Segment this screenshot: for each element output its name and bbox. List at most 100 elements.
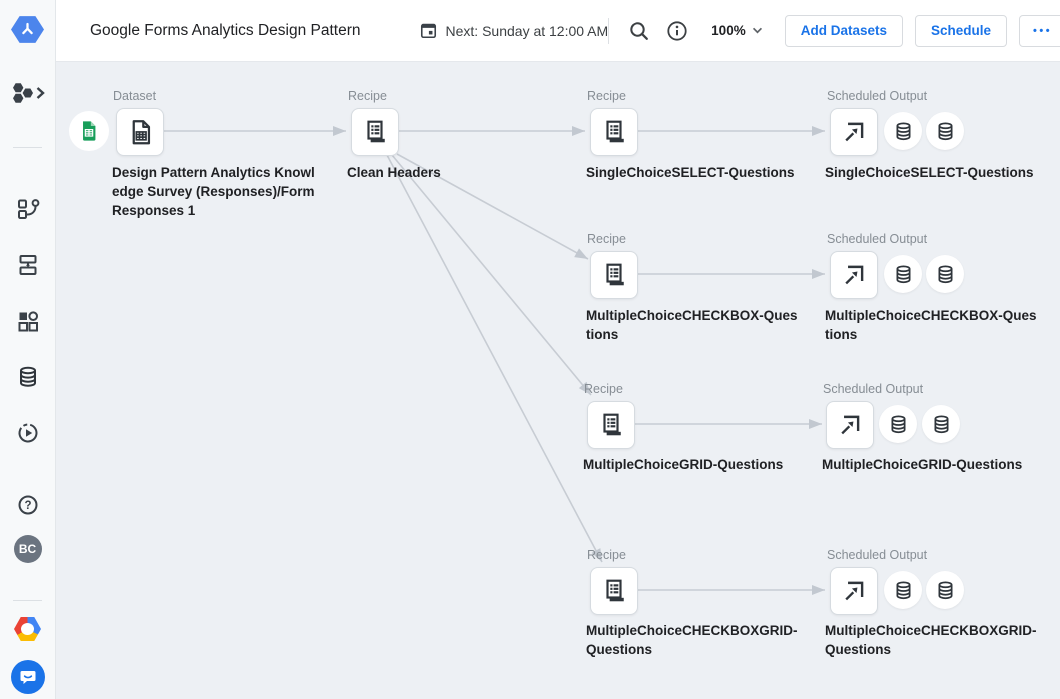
node-type-label: Recipe: [348, 89, 387, 103]
google-sheets-icon: [78, 120, 100, 142]
recipe-icon: [601, 119, 627, 145]
flow-title[interactable]: Google Forms Analytics Design Pattern: [90, 21, 361, 39]
output-node[interactable]: [826, 401, 874, 449]
flow-canvas[interactable]: Dataset Design Pattern Analytics Knowled…: [56, 62, 1060, 699]
more-options-button[interactable]: •••: [1019, 14, 1060, 47]
next-run-text: Next: Sunday at 12:00 AM: [445, 22, 609, 39]
toolbar-divider: [608, 17, 610, 44]
output-node[interactable]: [830, 567, 878, 615]
recipe-title[interactable]: SingleChoiceSELECT-Questions: [586, 165, 795, 180]
dataprep-logo[interactable]: [0, 15, 55, 44]
schedule-status[interactable]: Next: Sunday at 12:00 AM: [419, 21, 609, 40]
recipe-title[interactable]: MultipleChoiceGRID-Questions: [583, 457, 784, 472]
node-type-label: Recipe: [587, 548, 626, 562]
recipe-title[interactable]: MultipleChoiceCHECKBOXGRID-Questions: [586, 623, 798, 657]
flows-icon: [16, 197, 40, 221]
sidebar-item-plans[interactable]: [0, 253, 55, 277]
node-type-label: Scheduled Output: [823, 382, 924, 396]
output-icon: [837, 412, 863, 438]
sidebar-item-flows[interactable]: [0, 197, 55, 221]
database-icon: [893, 121, 914, 142]
node-type-label: Scheduled Output: [827, 89, 928, 103]
search-icon[interactable]: [627, 19, 651, 43]
chevron-down-icon: [752, 27, 762, 34]
node-type-label: Scheduled Output: [827, 232, 928, 246]
recipe-node[interactable]: [590, 567, 638, 615]
workspace-menu[interactable]: [0, 81, 55, 105]
output-title[interactable]: MultipleChoiceCHECKBOXGRID-Questions: [825, 623, 1037, 657]
output-target-database[interactable]: [884, 571, 922, 609]
hexagons-menu-icon: [12, 83, 45, 103]
recipe-icon: [601, 578, 627, 604]
dataprep-logo-icon: [11, 16, 44, 43]
recipe-title[interactable]: Clean Headers: [347, 165, 441, 180]
recipe-node-clean-headers[interactable]: [351, 108, 399, 156]
flow-toolbar: Google Forms Analytics Design Pattern Ne…: [56, 0, 1060, 62]
node-type-label: Recipe: [587, 89, 626, 103]
database-icon: [931, 414, 952, 435]
left-sidebar: ? BC: [0, 0, 56, 699]
output-target-database[interactable]: [926, 255, 964, 293]
output-node[interactable]: [830, 108, 878, 156]
zoom-level: 100%: [711, 23, 746, 38]
sidebar-divider: [13, 147, 42, 148]
recipe-node[interactable]: [590, 108, 638, 156]
source-badge: [69, 111, 109, 151]
database-icon: [935, 580, 956, 601]
output-target-database[interactable]: [884, 112, 922, 150]
chat-bubble-icon: [10, 660, 45, 694]
output-node[interactable]: [830, 251, 878, 299]
database-icon: [893, 580, 914, 601]
database-icon: [893, 264, 914, 285]
info-icon[interactable]: [665, 19, 689, 43]
calendar-icon: [420, 23, 436, 39]
dataset-icon: [127, 119, 154, 146]
job-history-icon: [18, 423, 37, 443]
node-type-label: Recipe: [587, 232, 626, 246]
output-title[interactable]: SingleChoiceSELECT-Questions: [825, 165, 1034, 180]
output-target-database[interactable]: [879, 405, 917, 443]
svg-text:?: ?: [24, 500, 31, 512]
chat-support-button[interactable]: [0, 660, 55, 694]
sidebar-item-connections[interactable]: [0, 365, 55, 389]
output-icon: [841, 262, 867, 288]
database-icon: [935, 121, 956, 142]
zoom-control[interactable]: 100%: [711, 23, 763, 38]
user-avatar[interactable]: BC: [0, 535, 55, 563]
node-type-label: Dataset: [113, 89, 157, 103]
node-type-label: Recipe: [584, 382, 623, 396]
output-target-database[interactable]: [922, 405, 960, 443]
sidebar-divider: [13, 600, 42, 601]
output-title[interactable]: MultipleChoiceCHECKBOX-Questions: [825, 308, 1037, 342]
dataset-title[interactable]: Design Pattern Analytics Knowledge Surve…: [112, 165, 315, 218]
dataset-node[interactable]: [116, 108, 164, 156]
google-cloud-icon: [14, 617, 41, 641]
recipe-icon: [601, 262, 627, 288]
sidebar-item-library[interactable]: [0, 309, 55, 333]
node-type-label: Scheduled Output: [827, 548, 928, 562]
sidebar-item-jobs[interactable]: [0, 421, 55, 445]
recipe-node[interactable]: [590, 251, 638, 299]
output-target-database[interactable]: [926, 571, 964, 609]
add-datasets-button[interactable]: Add Datasets: [784, 14, 903, 47]
output-target-database[interactable]: [926, 112, 964, 150]
recipe-icon: [362, 119, 388, 145]
help-icon: ?: [18, 495, 37, 515]
help-button[interactable]: ?: [0, 493, 55, 517]
recipe-title[interactable]: MultipleChoiceCHECKBOX-Questions: [586, 308, 798, 342]
fork-arrows-icon: [22, 22, 33, 35]
connections-icon: [16, 365, 40, 389]
output-icon: [841, 578, 867, 604]
output-icon: [841, 119, 867, 145]
plans-icon: [19, 255, 36, 275]
database-icon: [888, 414, 909, 435]
avatar-initials: BC: [13, 535, 42, 563]
schedule-button[interactable]: Schedule: [914, 14, 1008, 47]
database-icon: [935, 264, 956, 285]
recipe-icon: [598, 412, 624, 438]
library-icon: [18, 311, 38, 332]
output-title[interactable]: MultipleChoiceGRID-Questions: [822, 457, 1023, 472]
output-target-database[interactable]: [884, 255, 922, 293]
recipe-node[interactable]: [587, 401, 635, 449]
